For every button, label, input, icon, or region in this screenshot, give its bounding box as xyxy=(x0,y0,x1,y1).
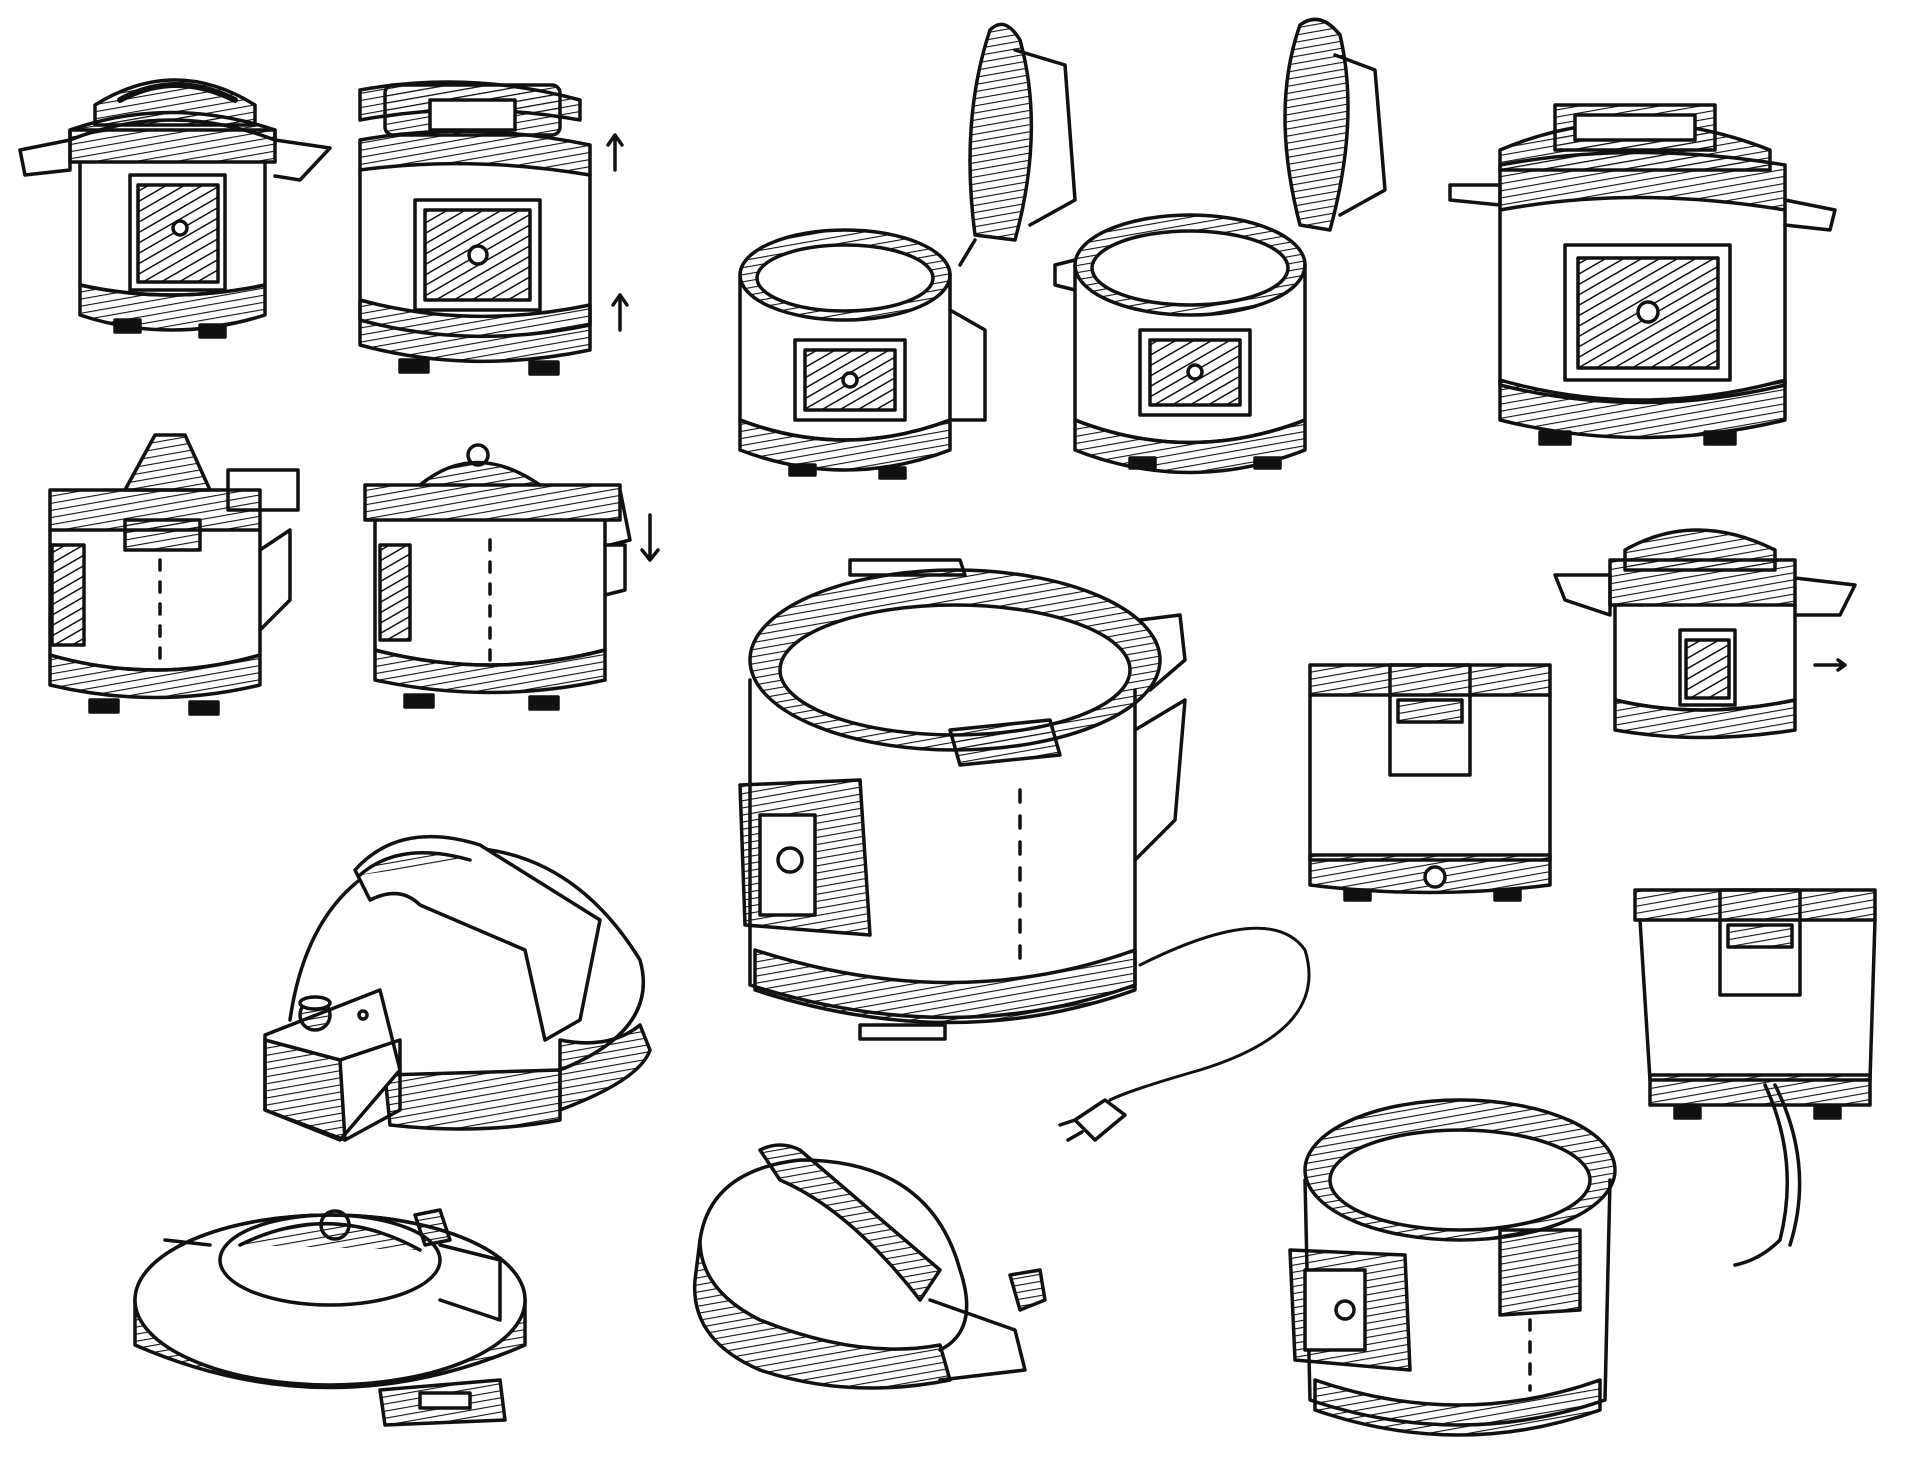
pressure-cooker-front-view-icon xyxy=(18,78,332,339)
cooker-lid-icon xyxy=(692,1143,1047,1390)
cooker-lid-icon xyxy=(263,834,652,1142)
pressure-cooker-back-view-icon xyxy=(1308,663,1552,902)
pressure-cooker-front-view-icon xyxy=(1448,103,1837,446)
pressure-cooker-front-view-icon xyxy=(1553,528,1857,740)
pressure-cooker-open-body-icon xyxy=(1288,1098,1617,1437)
pressure-cooker-open-lid-icon xyxy=(738,22,1077,480)
power-plug-icon xyxy=(1058,1098,1127,1142)
pressure-cooker-side-view-icon xyxy=(363,443,660,711)
cooker-lid-icon xyxy=(133,1208,527,1427)
pressure-cooker-open-body-icon xyxy=(738,558,1311,1102)
pressure-cooker-side-view-icon xyxy=(48,433,300,716)
pressure-cooker-front-view-icon xyxy=(358,80,629,376)
pressure-cooker-open-lid-icon xyxy=(1053,17,1387,475)
pressure-cooker-back-view-icon xyxy=(1633,888,1877,1267)
